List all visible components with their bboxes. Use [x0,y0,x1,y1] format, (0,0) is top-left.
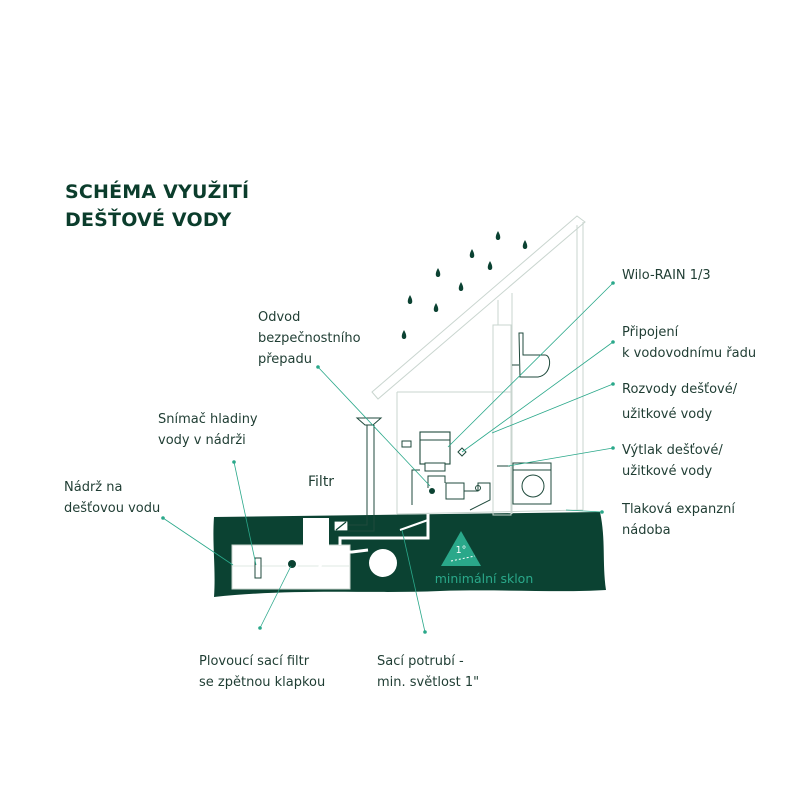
label-saci-line-2: min. světlost 1" [377,675,480,690]
house-outline [371,215,586,516]
label-snimac-line-2: vody v nádrži [158,433,246,448]
floating-suction-filter [286,558,298,570]
label-tlakova-line-2: nádoba [622,523,671,538]
wall-socket [401,440,412,448]
diagram-title: SCHÉMA VYUŽITÍ DEŠŤOVÉ VODY [65,178,249,234]
wilo-rain-unit [419,431,451,465]
label-pripojeni-line-2: k vodovodnímu řadu [622,346,757,361]
washing-machine [512,462,552,505]
label-vytlak-line-2: užitkové vody [622,464,713,479]
label-vytlak: Výtlak dešťové/ užitkové vody [622,440,723,482]
label-wilo-rain: Wilo-RAIN 1/3 [622,268,711,283]
level-sensor [254,557,262,579]
label-nadrz: Nádrž na dešťovou vodu [64,477,160,519]
label-nadrz-line-1: Nádrž na [64,480,123,495]
label-odvod-line-3: přepadu [258,352,313,367]
label-rozvody: Rozvody dešťové/ užitkové vody [622,377,737,427]
label-vytlak-line-1: Výtlak dešťové/ [622,443,723,458]
label-nadrz-line-2: dešťovou vodu [64,501,161,516]
downpipe [348,425,368,526]
label-saci: Sací potrubí - min. světlost 1" [377,651,479,693]
label-plovouci: Plovoucí sací filtr se zpětnou klapkou [199,651,325,693]
label-saci-line-1: Sací potrubí - [377,654,464,669]
slope-angle: 1° [456,545,467,556]
label-tlakova-line-1: Tlaková expanzní [622,502,735,517]
label-filtr: Filtr [308,474,335,490]
label-plovouci-line-1: Plovoucí sací filtr [199,654,310,669]
label-odvod-line-1: Odvod [258,310,301,325]
label-rozvody-line-1: Rozvody dešťové/ [622,382,738,397]
label-odvod: Odvod bezpečnostního přepadu [258,307,361,370]
label-rozvody-line-2: užitkové vody [622,407,713,422]
title-line-1: SCHÉMA VYUŽITÍ [65,181,250,203]
leader-lines [162,282,614,633]
raindrops [401,231,528,339]
label-snimac: Snímač hladiny vody v nádrži [158,409,258,451]
toilet [518,332,551,378]
label-odvod-line-2: bezpečnostního [258,331,361,346]
label-pripojeni: Připojení k vodovodnímu řadu [622,322,756,364]
pressure-vessel-ball [369,549,397,577]
label-snimac-line-1: Snímač hladiny [158,412,258,427]
pump [445,482,465,500]
label-tlakova: Tlaková expanzní nádoba [622,499,735,541]
title-line-2: DEŠŤOVÉ VODY [65,209,232,231]
label-pripojeni-line-1: Připojení [622,325,679,340]
slope-label: minimální sklon [435,571,534,586]
tank-lid [303,518,329,546]
label-plovouci-line-2: se zpětnou klapkou [199,675,326,690]
